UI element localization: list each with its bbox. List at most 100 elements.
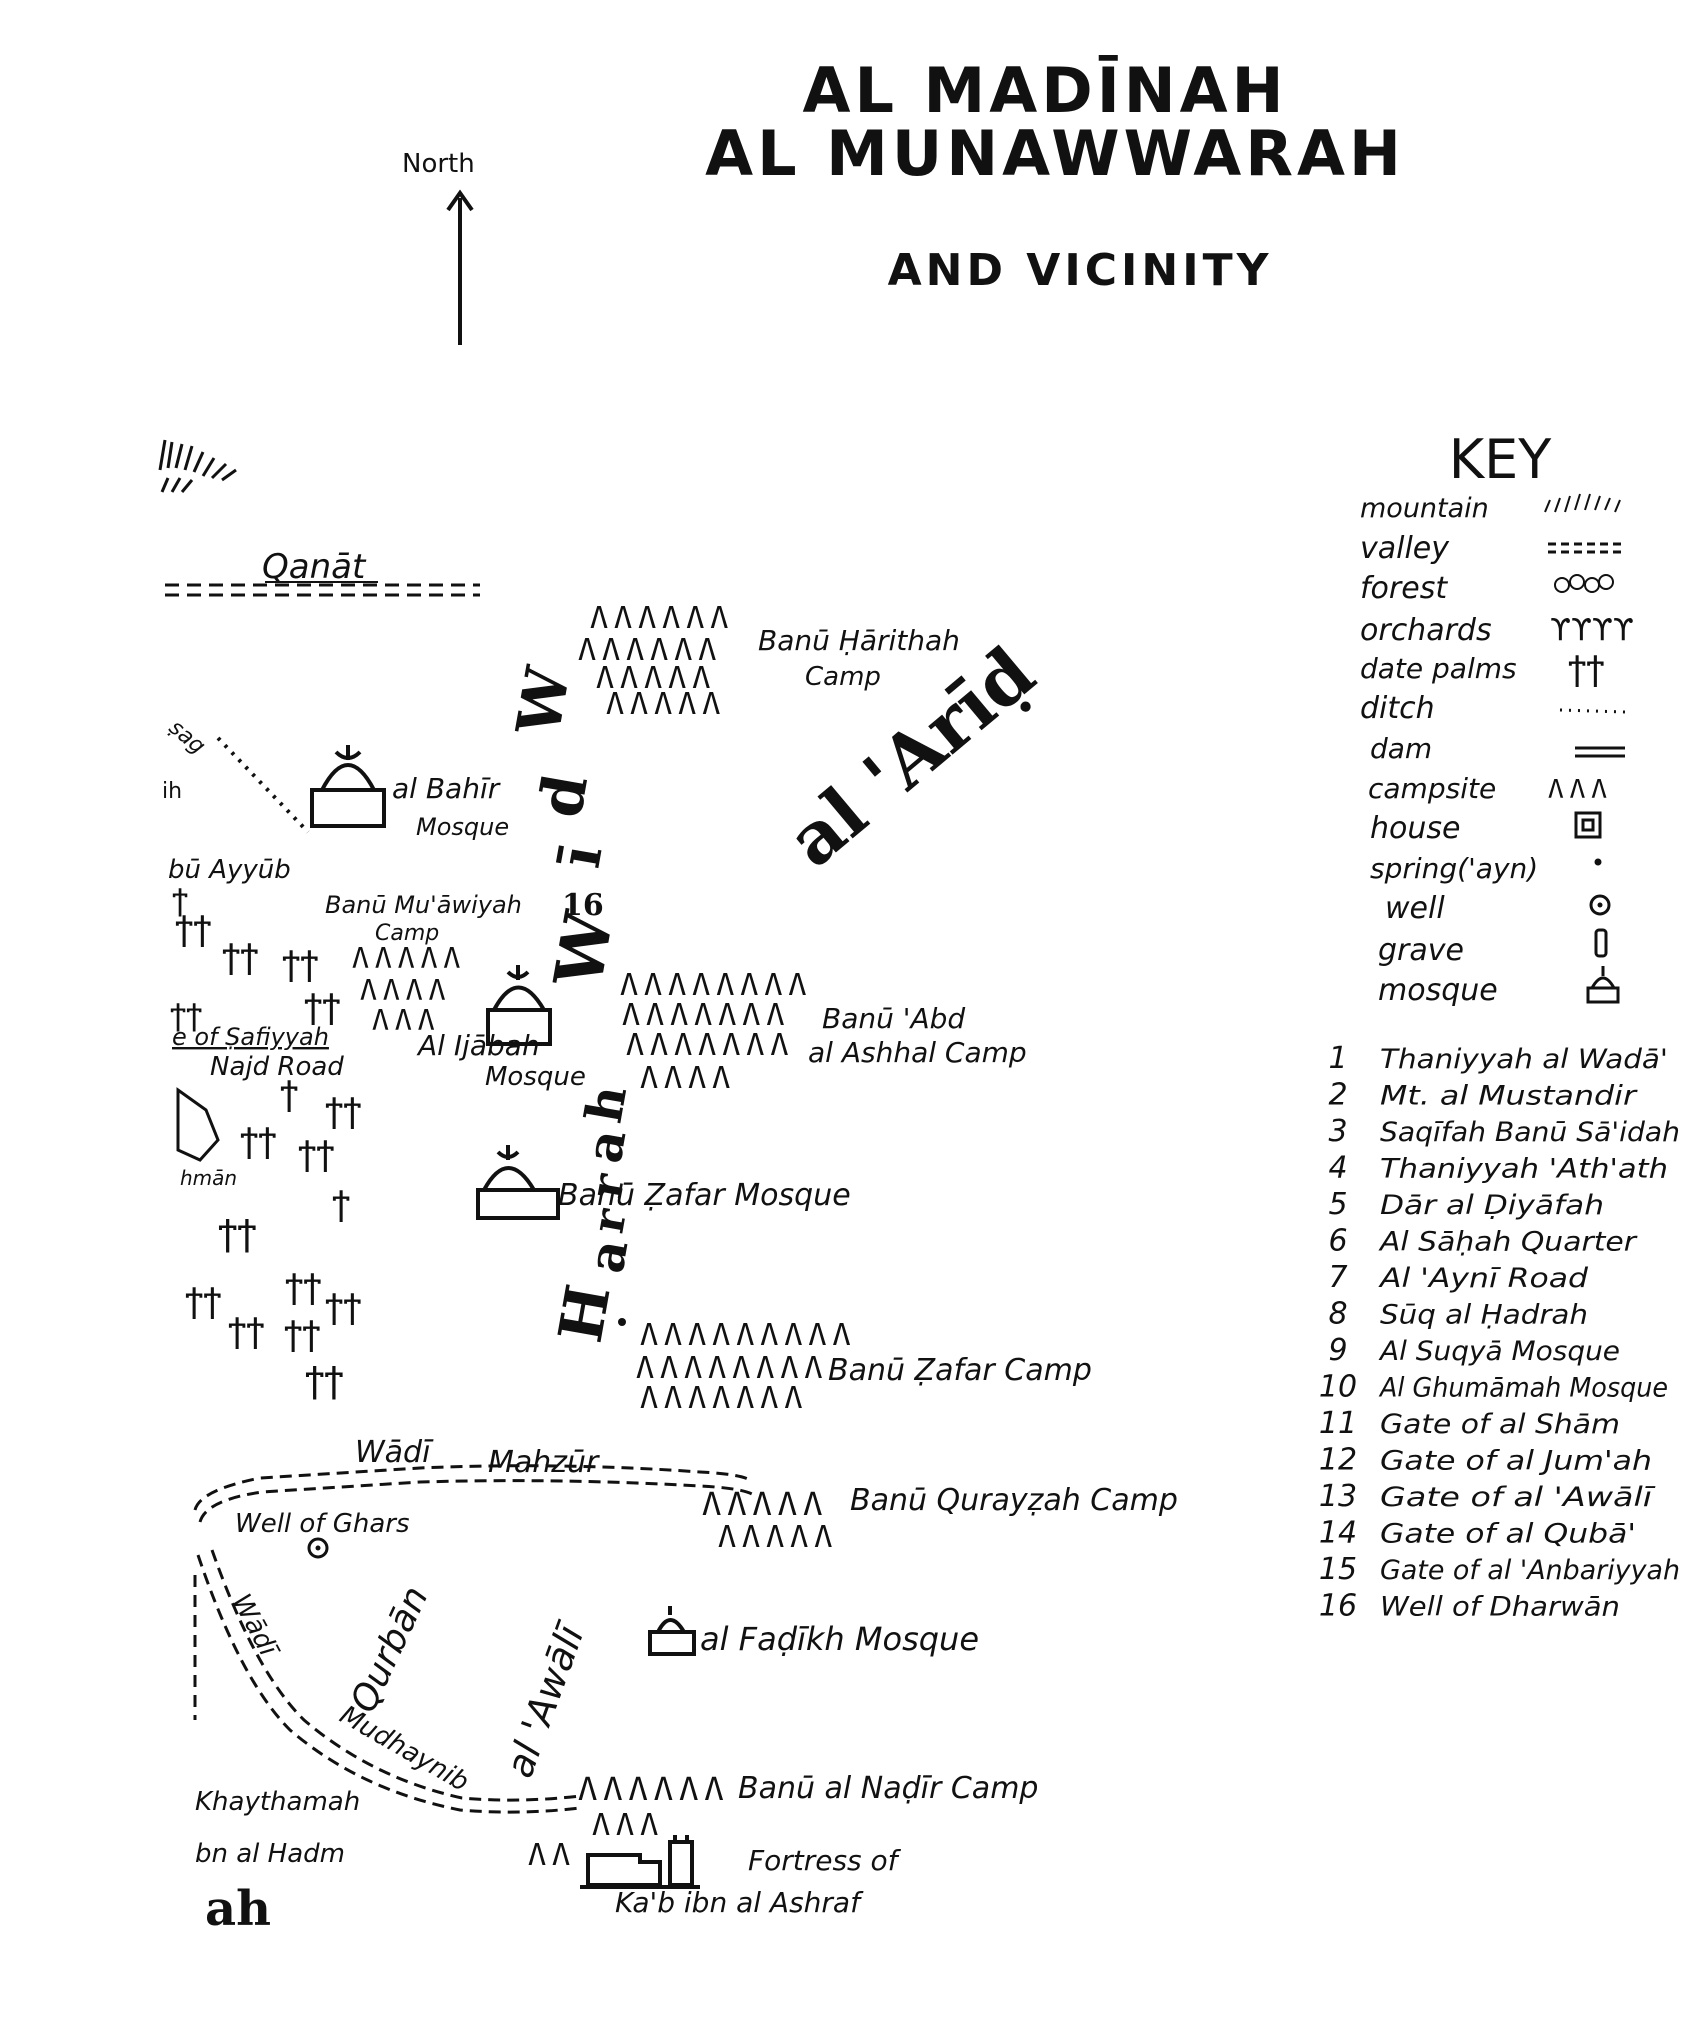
list-number: 6 xyxy=(1328,1224,1347,1259)
key-row-campsite: campsite ΛΛΛ xyxy=(1368,772,1613,805)
fortress-label: Fortress of xyxy=(748,1844,902,1877)
list-place-name: Sūq al Ḥadrah xyxy=(1380,1300,1588,1331)
key-row-grave: grave xyxy=(1378,928,1608,968)
campsite-icon: ΛΛΛΛΛΛΛ xyxy=(626,1028,794,1063)
key-row-spring: spring('ayn) xyxy=(1370,852,1602,885)
numbered-list-item: 5 Dār al Ḍiyāfah xyxy=(1328,1187,1604,1222)
banu-harithah-camp: ΛΛΛΛΛΛ ΛΛΛΛΛΛ ΛΛΛΛΛ ΛΛΛΛΛ Banū Ḥārithah … xyxy=(578,601,960,722)
awali-label: al 'Awālī xyxy=(497,1616,594,1784)
date-palm-grove: ϯ ϯϯ ϯϯ ϯϯ ϯϯ ϯϯ ϯ ϯϯ ϯϯ ϯϯ ϯ ϯϯ ϯϯ ϯϯ ϯ… xyxy=(170,883,361,1401)
list-place-name: Dār al Ḍiyāfah xyxy=(1380,1190,1604,1221)
key-label: campsite xyxy=(1368,772,1496,805)
campsite-icon: ΛΛΛ xyxy=(592,1808,664,1843)
list-place-name: Gate of al Qubā' xyxy=(1380,1519,1636,1550)
marker-16: 16 xyxy=(562,888,604,923)
key-row-valley: valley xyxy=(1360,531,1622,566)
campsite-icon: ΛΛΛΛΛΛ xyxy=(590,601,734,636)
wadi-harrah-label: W ī d W h a r r a H xyxy=(504,660,640,1347)
harrah-letter: a xyxy=(574,1125,638,1167)
title-line-2: AL MUNAWWARAH xyxy=(705,117,1405,190)
list-number: 8 xyxy=(1328,1297,1347,1332)
title-subtitle: AND VICINITY xyxy=(888,245,1273,296)
campsite-icon: ΛΛΛΛΛΛΛΛ xyxy=(620,968,813,1003)
list-place-name: Mt. al Mustandir xyxy=(1380,1081,1638,1112)
date-palm-icon: ϯϯ xyxy=(185,1281,221,1321)
forest-icon xyxy=(1554,574,1614,593)
key-label: ditch xyxy=(1360,691,1435,726)
numbered-list-item: 1 Thaniyyah al Wadā' xyxy=(1328,1041,1668,1076)
key-label: grave xyxy=(1378,933,1464,968)
date-palm-icon: ϯ xyxy=(280,1074,298,1114)
cut-label-2: ih xyxy=(162,779,182,804)
key-label: dam xyxy=(1370,732,1432,765)
map-key: KEY mountain valley forest orchards xyxy=(1360,428,1634,1008)
date-palm-icon: ϯϯ xyxy=(175,909,211,949)
abd-label: Banū 'Abd xyxy=(822,1002,965,1035)
wadi-mahzur-valley: Wādī Mahzūr xyxy=(193,1435,753,1523)
key-row-dam: dam xyxy=(1370,732,1625,765)
harithah-label: Banū Ḥārithah xyxy=(758,624,960,657)
wadi-letter: W xyxy=(504,660,585,741)
cut-label: ṣag xyxy=(164,715,210,759)
list-number: 13 xyxy=(1319,1479,1357,1514)
wadi-mahzur-label: Wādī xyxy=(355,1435,434,1470)
ashhal-camp-label: al Ashhal Camp xyxy=(808,1036,1027,1069)
campsite-icon: ΛΛΛΛΛΛ xyxy=(578,1770,730,1808)
well-of-ghars: Well of Ghars xyxy=(235,1509,410,1559)
list-number: 1 xyxy=(1328,1041,1347,1076)
list-number: 7 xyxy=(1328,1260,1347,1295)
al-bahir-mosque: al Bahīr Mosque xyxy=(310,745,509,841)
campsite-icon: ΛΛΛΛΛΛΛΛΛ xyxy=(640,1318,857,1353)
campsite-icon: ΛΛΛΛΛ xyxy=(606,687,726,722)
al-fadikh-mosque: al Faḍīkh Mosque xyxy=(648,1606,979,1658)
date-palm-icon: ϯϯ xyxy=(228,1311,264,1351)
campsite-icon: ΛΛΛΛ xyxy=(640,1061,736,1096)
list-number: 12 xyxy=(1319,1443,1357,1478)
orchard-icon: ϒϒϒϒ xyxy=(1550,613,1634,648)
ditch-dots-icon xyxy=(1559,708,1626,714)
ijabah-label: Al Ijābah xyxy=(416,1029,540,1062)
numbered-list-item: 8 Sūq al Ḥadrah xyxy=(1328,1297,1588,1332)
campsite-icon: ΛΛΛ xyxy=(1548,775,1613,805)
campsite-icon: ΛΛΛΛΛ xyxy=(596,661,716,696)
zafar-camp-label: Banū Ẓafar Camp xyxy=(828,1353,1092,1388)
muawiyah-camp-label: Camp xyxy=(375,921,439,946)
mosque-icon xyxy=(1586,966,1620,1004)
harrah-letter: H xyxy=(546,1280,625,1348)
safiyyah-label: e of Ṣafiyyah xyxy=(172,1023,329,1051)
list-number: 16 xyxy=(1319,1589,1357,1624)
key-label: mountain xyxy=(1360,493,1489,524)
al-bahir-label: al Bahīr xyxy=(392,772,501,805)
key-row-forest: forest xyxy=(1360,571,1614,606)
date-palm-icon: ϯϯ xyxy=(305,1360,344,1401)
ghars-label: Well of Ghars xyxy=(235,1509,410,1539)
key-label: spring('ayn) xyxy=(1370,852,1538,885)
key-row-orchards: orchards ϒϒϒϒ xyxy=(1360,613,1634,648)
harrah-letter: a xyxy=(576,1235,640,1277)
list-number: 5 xyxy=(1328,1187,1347,1222)
list-place-name: Thaniyyah al Wadā' xyxy=(1380,1044,1668,1075)
mountain-hatch-icon xyxy=(1544,493,1621,513)
banu-zafar-mosque: Banū Ẓafar Mosque xyxy=(476,1145,851,1220)
key-heading: KEY xyxy=(1449,428,1553,491)
north-arrow: North xyxy=(402,149,475,345)
list-place-name: Gate of al 'Anbariyyah xyxy=(1380,1555,1680,1586)
house-icon xyxy=(176,1087,220,1162)
campsite-icon: ΛΛΛΛΛ xyxy=(702,1485,828,1523)
banu-qurayzah-camp: ΛΛΛΛΛ ΛΛΛΛΛ Banū Qurayẓah Camp xyxy=(702,1483,1178,1555)
campsite-icon: ΛΛΛΛΛΛΛ xyxy=(622,998,790,1033)
abu-ayyub-label: bū Ayyūb xyxy=(168,855,291,885)
fortress-kab-ibn-al-ashraf: Fortress of Ka'b ibn al Ashraf xyxy=(580,1835,902,1919)
date-palm-icon: ϯϯ xyxy=(304,987,340,1027)
mosque-icon xyxy=(648,1606,696,1656)
fadikh-mosque-label: al Faḍīkh Mosque xyxy=(700,1620,979,1658)
campsite-icon: ΛΛΛΛΛ xyxy=(718,1520,838,1555)
date-palm-icon: ϯϯ xyxy=(285,1267,321,1307)
banu-zafar-camp: ΛΛΛΛΛΛΛΛΛ ΛΛΛΛΛΛΛΛ ΛΛΛΛΛΛΛ Banū Ẓafar Ca… xyxy=(618,1318,1092,1416)
khaythamah-label: Khaythamah xyxy=(195,1787,360,1817)
